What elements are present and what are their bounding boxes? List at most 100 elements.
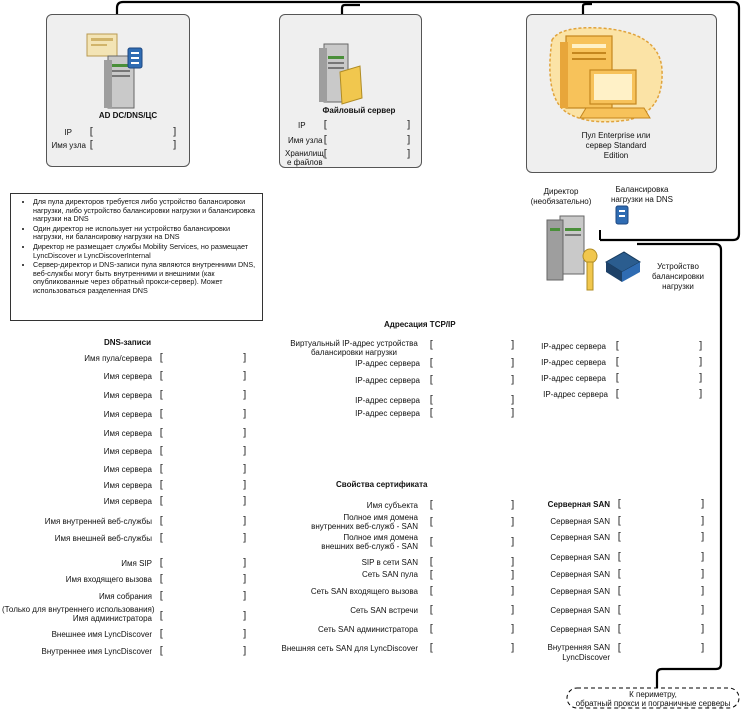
dns-row-field[interactable]: [] [158, 589, 248, 602]
dns-row-label: Имя сервера [103, 481, 152, 490]
cert-left-label: Сеть SAN пула [362, 570, 418, 579]
dns-row-label: Имя SIP [121, 559, 152, 568]
cert-left-label: Полное имя домена [343, 533, 418, 542]
dns-row-field[interactable]: [] [158, 369, 248, 382]
perimeter-box [566, 687, 740, 709]
director-label-2: (необязательно) [530, 197, 592, 206]
note-item: Директор не размещает службы Mobility Se… [33, 242, 256, 260]
tcpip-right-label: IP-адрес сервера [541, 358, 606, 367]
cert-right-label: Серверная SAN [550, 606, 610, 615]
dns-row-field[interactable]: [] [158, 494, 248, 507]
cert-heading: Свойства сертификата [336, 480, 428, 489]
dns-row-field[interactable]: [] [158, 514, 248, 527]
dns-row-label: Имя сервера [103, 447, 152, 456]
cert-right-field[interactable]: [] [616, 530, 706, 543]
cert-right-field[interactable]: [] [616, 550, 706, 563]
dns-row-field[interactable]: [] [158, 351, 248, 364]
dns-row-field[interactable]: [] [158, 609, 248, 622]
file-ip-label: IP [298, 121, 306, 130]
file-share-label-2: е файлов [287, 158, 323, 167]
dns-row-field[interactable]: [] [158, 531, 248, 544]
tcpip-heading: Адресация TCP/IP [384, 320, 456, 329]
note-item: Один директор не использует ни устройств… [33, 224, 256, 242]
file-host-field[interactable]: [] [322, 133, 412, 146]
dns-row-field[interactable]: [] [158, 556, 248, 569]
cert-right-field[interactable]: [] [616, 603, 706, 616]
tcpip-right-field[interactable]: [] [614, 387, 704, 400]
dns-row-field[interactable]: [] [158, 462, 248, 475]
vip-label-1: Виртуальный IP-адрес устройства [290, 339, 418, 348]
cert-left-label: внутренних веб-служб - SAN [311, 522, 418, 531]
dns-row-label: Имя сервера [103, 429, 152, 438]
lb-device-label-3: нагрузки [662, 282, 694, 291]
cert-right-field[interactable]: [] [616, 622, 706, 635]
dns-row-field[interactable]: [] [158, 444, 248, 457]
perimeter-label-1: К периметру, [629, 690, 677, 699]
tcpip-left-label: IP-адрес сервера [355, 376, 420, 385]
dns-row-label: Имя сервера [103, 497, 152, 506]
tcpip-right-label: IP-адрес сервера [543, 390, 608, 399]
cert-right-label: Серверная SAN [550, 625, 610, 634]
cert-left-field[interactable]: [] [428, 568, 516, 581]
dns-row-field[interactable]: [] [158, 644, 248, 657]
dns-row-label: Имя собрания [98, 592, 152, 601]
lb-device-label-1: Устройство [657, 262, 699, 271]
file-share-label-1: Хранилищ [285, 149, 324, 158]
dns-row-field[interactable]: [] [158, 407, 248, 420]
tcpip-left-field[interactable]: [] [428, 356, 516, 369]
tcpip-left-field[interactable]: [] [428, 393, 516, 406]
cert-left-field[interactable]: [] [428, 584, 516, 597]
perimeter-line [637, 242, 723, 688]
dns-row-field[interactable]: [] [158, 627, 248, 640]
dns-row-label: Имя сервера [103, 372, 152, 381]
cert-left-field[interactable]: [] [428, 622, 516, 635]
pool-title-3: Edition [603, 151, 629, 160]
vip-field[interactable]: [] [428, 338, 516, 351]
cert-left-label: SIP в сети SAN [361, 558, 418, 567]
tcpip-left-label: IP-адрес сервера [355, 396, 420, 405]
tcpip-right-label: IP-адрес сервера [541, 342, 606, 351]
dns-row-field[interactable]: [] [158, 388, 248, 401]
dns-row-label: Имя внешней веб-службы [54, 534, 152, 543]
ad-host-label: Имя узла [51, 141, 87, 150]
tcpip-left-field[interactable]: [] [428, 373, 516, 386]
pool-title-2: сервер Standard [585, 141, 647, 150]
lb-device-label-2: балансировки [652, 272, 704, 281]
cert-right-field[interactable]: [] [616, 641, 706, 654]
cert-left-field[interactable]: [] [428, 555, 516, 568]
cert-left-field[interactable]: [] [428, 498, 516, 511]
cert-left-label: Имя субъекта [366, 501, 418, 510]
tcpip-right-field[interactable]: [] [614, 355, 704, 368]
file-share-field[interactable]: [] [322, 147, 412, 160]
cert-right-field[interactable]: [] [616, 514, 706, 527]
tcpip-left-field[interactable]: [] [428, 406, 516, 419]
dns-lb-label-2: нагрузки на DNS [611, 195, 673, 204]
tcpip-right-field[interactable]: [] [614, 371, 704, 384]
cert-left-field[interactable]: [] [428, 535, 516, 548]
ad-ip-field[interactable]: [] [88, 125, 178, 138]
ad-host-field[interactable]: [] [88, 138, 178, 151]
cert-right-label: Серверная SAN [550, 553, 610, 562]
cert-right-label: Серверная SAN [550, 587, 610, 596]
perimeter-label-2: обратный прокси и пограничные серверы [575, 699, 731, 708]
cert-right-field[interactable]: [] [616, 497, 706, 510]
cert-left-field[interactable]: [] [428, 515, 516, 528]
tcpip-right-field[interactable]: [] [614, 339, 704, 352]
cert-left-label: Сеть SAN встречи [350, 606, 418, 615]
cert-right-field[interactable]: [] [616, 567, 706, 580]
cert-left-field[interactable]: [] [428, 603, 516, 616]
file-ip-field[interactable]: [] [322, 118, 412, 131]
dns-lb-label-1: Балансировка [615, 185, 669, 194]
cert-right-field[interactable]: [] [616, 584, 706, 597]
dns-row-field[interactable]: [] [158, 572, 248, 585]
dns-row-field[interactable]: [] [158, 426, 248, 439]
tcpip-right-label: IP-адрес сервера [541, 374, 606, 383]
cert-right-label: Серверная SAN [547, 500, 610, 509]
cert-left-field[interactable]: [] [428, 641, 516, 654]
dns-row-label: Имя администратора [72, 614, 152, 623]
dns-row-field[interactable]: [] [158, 478, 248, 491]
